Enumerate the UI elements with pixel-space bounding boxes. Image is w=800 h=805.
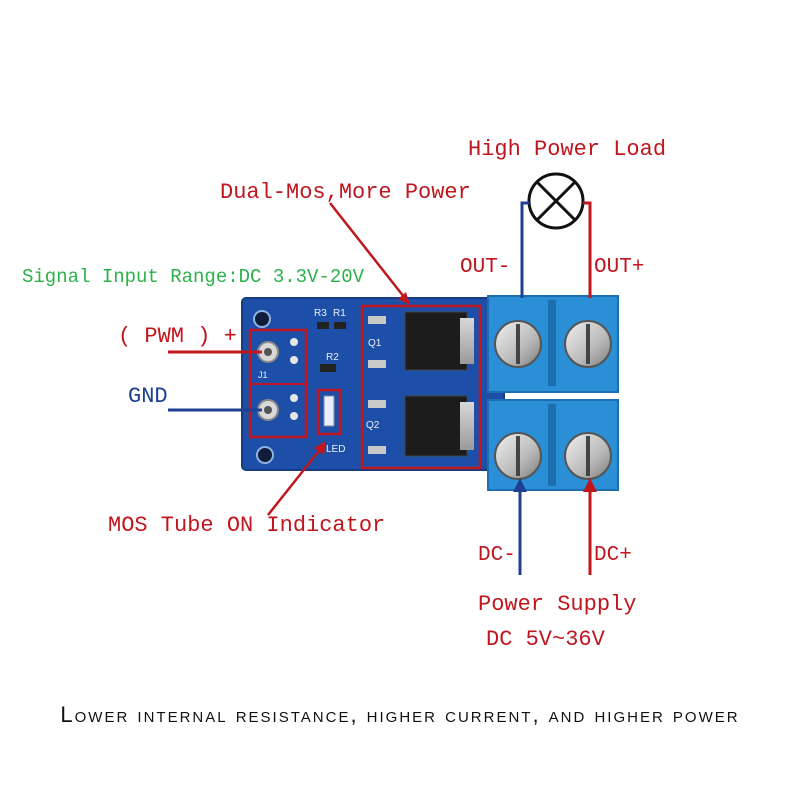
input-terminal xyxy=(487,399,619,491)
power-supply-label: Power Supply xyxy=(478,592,636,617)
q2-label: Q2 xyxy=(366,420,380,431)
dc-plus-label: DC+ xyxy=(594,544,632,567)
power-range-label: DC 5V~36V xyxy=(486,627,606,652)
resistor-r2 xyxy=(320,364,336,372)
mounting-hole xyxy=(256,446,274,464)
dual-mos-label: Dual-Mos,More Power xyxy=(220,180,471,205)
out-plus-label: OUT+ xyxy=(594,256,644,279)
mosfet-q2 xyxy=(404,395,468,457)
led-label: LED xyxy=(326,444,345,455)
mos-leader-line xyxy=(329,202,409,303)
pwm-label: ( PWM ) + xyxy=(118,324,237,349)
out-plus-wire xyxy=(583,201,592,298)
j1-label: J1 xyxy=(258,370,268,380)
signal-range-label: Signal Input Range:DC 3.3V-20V xyxy=(22,266,365,288)
led-leader-line xyxy=(267,446,323,516)
lamp-icon xyxy=(527,172,585,230)
led-indicator xyxy=(323,395,335,427)
smd-components: R3 R1 R2 LED xyxy=(314,308,346,455)
gnd-label: GND xyxy=(128,384,168,409)
mos-indicator-label: MOS Tube ON Indicator xyxy=(108,513,385,538)
q1-label: Q1 xyxy=(368,338,382,349)
high-power-load-label: High Power Load xyxy=(468,137,666,162)
out-minus-wire xyxy=(520,201,529,298)
r1-label: R1 xyxy=(333,308,346,319)
signal-header: J1 xyxy=(248,328,308,439)
dual-mosfets: Q1 Q2 xyxy=(360,304,482,470)
resistor-r3 xyxy=(317,322,329,329)
mosfet-q1 xyxy=(404,311,468,371)
mounting-hole xyxy=(253,310,271,328)
out-minus-label: OUT- xyxy=(460,256,510,279)
output-terminal xyxy=(487,295,619,393)
tagline: Lower internal resistance, higher curren… xyxy=(60,702,740,727)
r2-label: R2 xyxy=(326,352,339,363)
led-highlight xyxy=(316,388,342,436)
load-lamp xyxy=(520,172,592,298)
resistor-r1 xyxy=(334,322,346,329)
mosfet-highlight xyxy=(360,304,482,470)
dc-minus-label: DC- xyxy=(478,544,516,567)
r3-label: R3 xyxy=(314,308,327,319)
